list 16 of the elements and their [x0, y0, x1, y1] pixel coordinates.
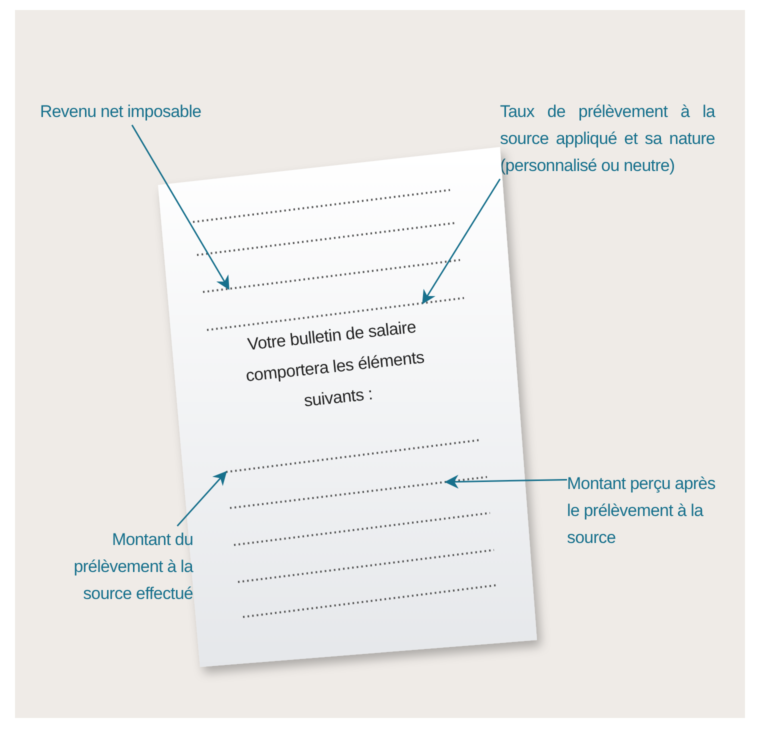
callout-label: Montant perçu après le prélèvement à la source	[567, 470, 717, 551]
dotted-line	[234, 512, 490, 546]
dotted-line	[196, 222, 456, 256]
callout-label: Taux de prélèvement à la source appliqué et sa nature (personnalisé ou neutre)	[500, 98, 715, 179]
dotted-line	[230, 476, 488, 509]
dotted-line	[242, 584, 498, 618]
dotted-line	[202, 259, 460, 293]
leader-arrow	[444, 474, 568, 489]
dotted-line	[226, 439, 480, 473]
callout-label: Revenu net imposable	[40, 98, 270, 125]
dotted-line	[238, 549, 494, 583]
leader-arrow	[131, 124, 230, 290]
dotted-line	[192, 189, 450, 223]
sheet-heading: Votre bulletin de salaire comportera les éléments suivants :	[244, 316, 426, 412]
leader-arrow	[176, 470, 227, 526]
callout-label: Montant du prélèvement à la source effectué	[62, 526, 193, 607]
